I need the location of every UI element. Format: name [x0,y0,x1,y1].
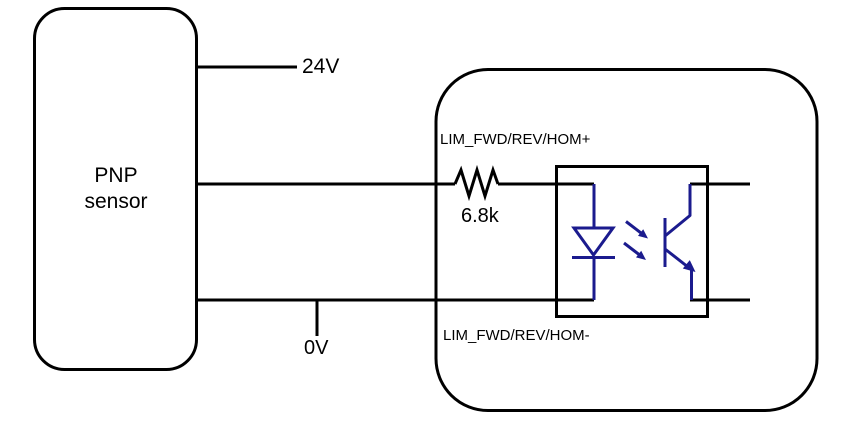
optocoupler-box [555,165,709,318]
light-arrow-2-shaft [623,241,640,256]
signal-negative-label: LIM_FWD/REV/HOM- [443,327,590,344]
light-arrow-2-head [636,250,646,260]
light-emission-arrows-icon [623,220,648,260]
pnp-sensor-label-line1: PNP [94,163,138,187]
io-module-box [434,68,819,412]
pnp-sensor-label: PNP sensor [35,8,197,369]
phototransistor-collector [664,184,692,238]
ground-voltage-label: 0V [304,337,329,359]
phototransistor-icon [663,184,696,300]
pnp-sensor-label-line2: sensor [84,189,148,213]
resistor-value-label: 6.8k [461,205,499,227]
led-triangle [571,226,616,258]
signal-positive-label: LIM_FWD/REV/HOM+ [440,131,591,148]
phototransistor-emitter-shaft [664,247,689,269]
resistor-icon [453,164,500,202]
light-arrow-1-shaft [625,220,642,235]
led-diode-icon [571,184,616,300]
phototransistor-emitter-arrowhead [682,260,696,272]
pnp-sensor-box [33,7,198,371]
light-arrow-1-head [638,229,648,239]
supply-voltage-label: 24V [302,55,340,78]
